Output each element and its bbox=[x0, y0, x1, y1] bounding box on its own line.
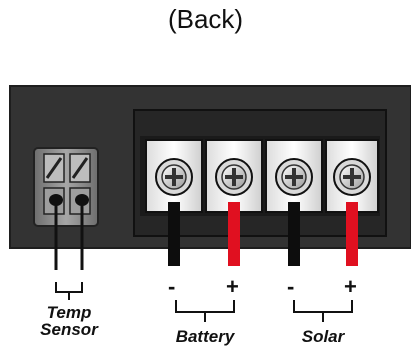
screw-head-icon bbox=[155, 158, 193, 196]
screw-head-icon bbox=[275, 158, 313, 196]
terminal-solar-negative bbox=[265, 139, 323, 266]
terminal-battery-positive bbox=[205, 139, 263, 266]
temp-sensor-connector bbox=[33, 147, 99, 227]
battery-negative-sign: - bbox=[168, 274, 176, 299]
screw-head-icon bbox=[333, 158, 371, 196]
temp-sensor-label-line2: Sensor bbox=[40, 320, 98, 339]
view-title: (Back) bbox=[167, 4, 244, 34]
battery-label: Battery bbox=[175, 327, 235, 346]
battery-positive-sign: + bbox=[226, 274, 239, 299]
screw-head-icon bbox=[215, 158, 253, 196]
solar-negative-sign: - bbox=[287, 274, 295, 299]
terminal-battery-negative bbox=[145, 139, 203, 266]
terminal-solar-positive bbox=[325, 139, 379, 266]
temp-sensor-bracket bbox=[55, 282, 83, 300]
solar-positive-sign: + bbox=[344, 274, 357, 299]
temp-sensor-label-line1: Temp bbox=[46, 303, 92, 322]
battery-bracket bbox=[175, 300, 235, 322]
temp-sensor-label: Temp Sensor bbox=[24, 304, 114, 338]
temp-sensor-wires bbox=[49, 194, 89, 270]
solar-bracket bbox=[293, 300, 353, 322]
solar-label: Solar bbox=[301, 327, 345, 346]
